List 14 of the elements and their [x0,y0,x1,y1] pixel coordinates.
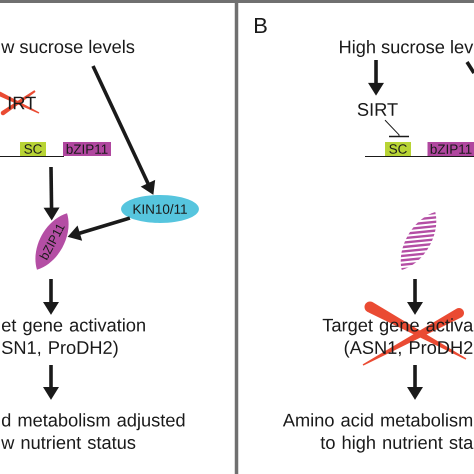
gene-box: SC [20,142,46,156]
text-label: High sucrose lev [340,40,474,57]
line [466,61,474,74]
inhibition-line [384,120,409,138]
hatched-leaf [400,212,436,270]
text-label: d metabolism adjusted w nutrient status [1,413,184,449]
text-label: et gene activation SN1, ProDH2) [2,318,145,358]
gene-box: bZIP11 [428,142,474,156]
text-label: w sucrose levels [1,40,134,54]
text-label: Amino acid metabolism to high nutrient sta [282,413,474,453]
gene-box: bZIP11 [63,142,111,156]
text-label: SIRT [358,103,398,116]
gene-box: SC [385,142,411,156]
panel-label: B [255,18,267,34]
